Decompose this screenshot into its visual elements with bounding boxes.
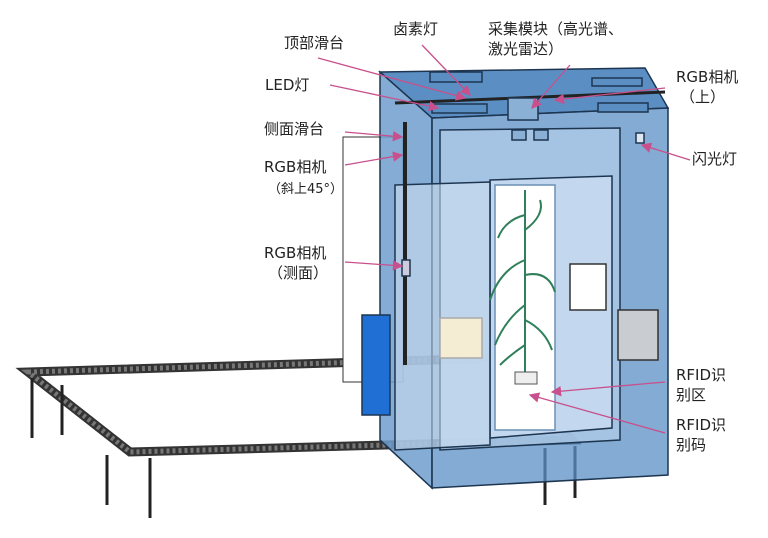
label-rfid-tag-1: RFID识 xyxy=(676,416,727,434)
label-rfid-zone-2: 别区 xyxy=(676,386,707,404)
callout-arrows xyxy=(317,44,691,434)
label-halogen-lamp: 卤素灯 xyxy=(393,20,439,38)
label-rgb-camera-side-1: RGB相机 xyxy=(264,244,327,262)
label-rgb-camera-top-1: RGB相机 xyxy=(676,68,739,86)
label-acquisition-module-1: 采集模块（高光谱、 xyxy=(488,20,624,38)
plant-illustration xyxy=(489,190,556,385)
label-rgb-camera-top-2: （上） xyxy=(680,88,726,106)
label-rgb-camera-side-2: （测面） xyxy=(268,264,329,282)
label-rfid-zone-1: RFID识 xyxy=(676,366,727,384)
label-rgb-camera-45-1: RGB相机 xyxy=(264,158,327,176)
label-rgb-camera-45-2: （斜上45°） xyxy=(268,182,344,197)
label-rfid-tag-2: 别码 xyxy=(676,436,707,454)
label-flash-lamp: 闪光灯 xyxy=(692,150,738,168)
label-acquisition-module-2: 激光雷达） xyxy=(488,40,564,58)
label-side-slide: 侧面滑台 xyxy=(264,120,325,138)
cabinet xyxy=(361,67,670,490)
label-led-lamp: LED灯 xyxy=(265,76,310,94)
label-top-slide: 顶部滑台 xyxy=(284,34,345,52)
